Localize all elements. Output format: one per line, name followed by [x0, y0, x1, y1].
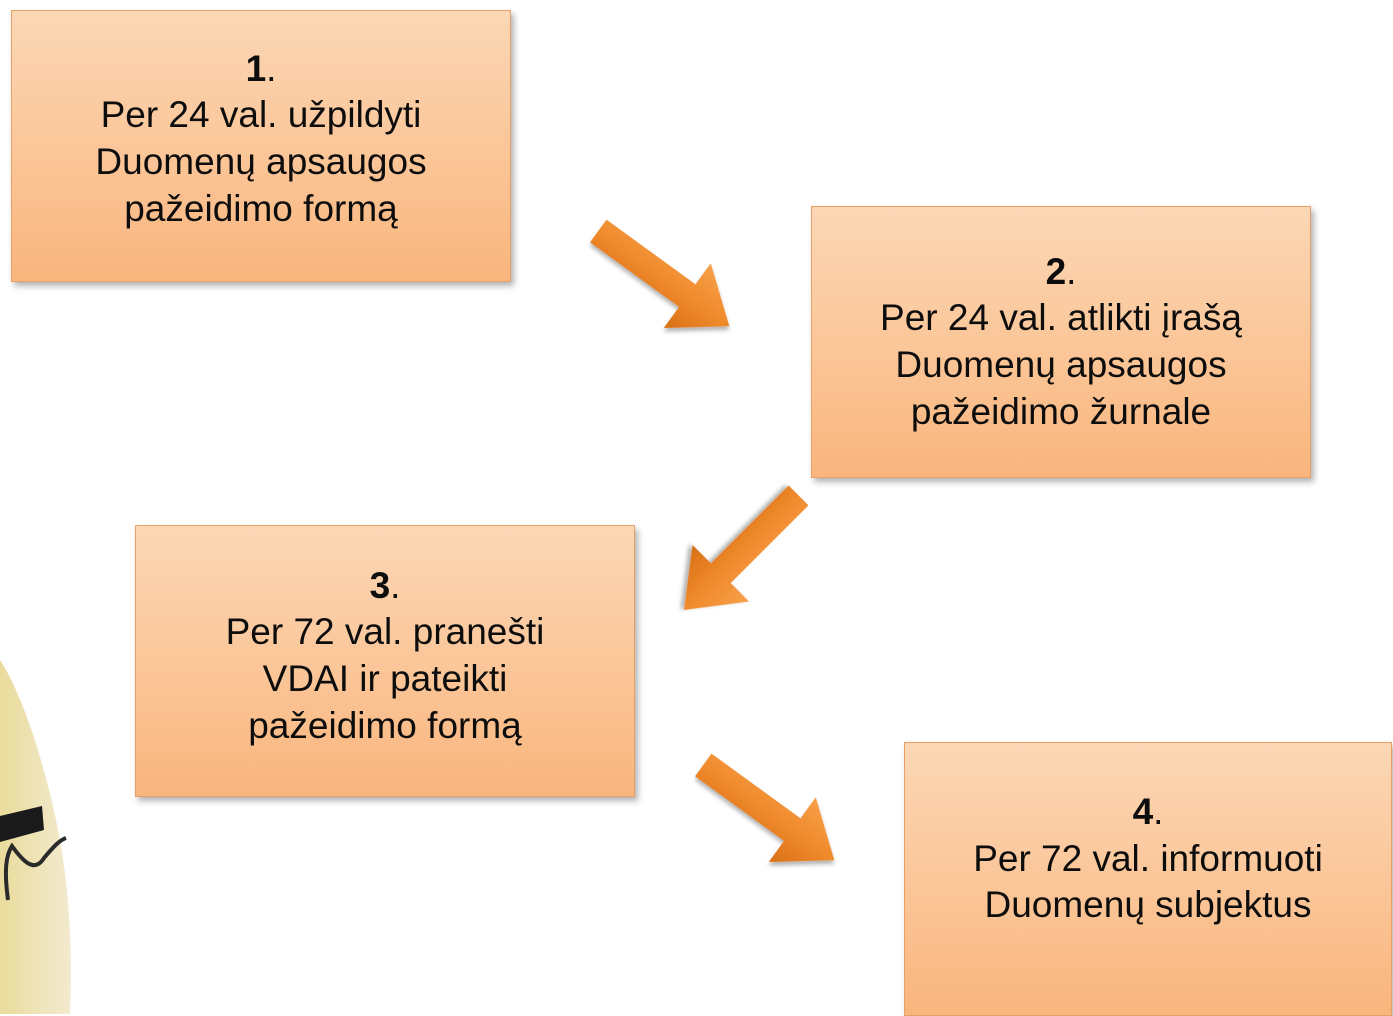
step-2-body: 2. Per 24 val. atlikti įrašą Duomenų aps… [880, 249, 1242, 435]
step-3-number: 3. [369, 564, 401, 606]
arrow-step-2-to-3 [684, 485, 809, 610]
step-2-line-1: Per 24 val. atlikti įrašą [880, 297, 1242, 339]
step-1-number: 1. [245, 47, 277, 89]
step-3-body: 3. Per 72 val. pranešti VDAI ir pateikti… [226, 563, 545, 759]
step-1-line-1: Per 24 val. užpildyti [100, 94, 422, 136]
step-box-1: 1. Per 24 val. užpildyti Duomenų apsaugo… [11, 10, 511, 282]
step-box-4: 4. Per 72 val. informuoti Duomenų subjek… [904, 742, 1392, 1016]
step-4-number: 4. [1132, 791, 1164, 833]
step-box-2: 2. Per 24 val. atlikti įrašą Duomenų aps… [811, 206, 1311, 478]
step-2-line-2: Duomenų apsaugos [895, 344, 1227, 385]
step-4-body: 4. Per 72 val. informuoti Duomenų subjek… [973, 789, 1323, 969]
step-3-line-1: Per 72 val. pranešti [225, 611, 545, 653]
step-2-line-3: pažeidimo žurnale [910, 390, 1212, 432]
step-box-3: 3. Per 72 val. pranešti VDAI ir pateikti… [135, 525, 635, 797]
step-3-line-3: pažeidimo formą [248, 704, 522, 746]
step-4-line-2: Duomenų subjektus [984, 884, 1312, 926]
step-1-line-2: Duomenų apsaugos [95, 141, 427, 182]
step-1-line-3: pažeidimo formą [124, 187, 398, 229]
step-3-line-2: VDAI ir pateikti [262, 658, 508, 699]
step-2-number: 2. [1045, 250, 1077, 292]
step-4-line-1: Per 72 val. informuoti [973, 837, 1323, 879]
arrow-step-3-to-4 [695, 753, 835, 862]
step-1-body: 1. Per 24 val. užpildyti Duomenų apsaugo… [95, 46, 426, 246]
arrow-step-1-to-2 [590, 219, 730, 328]
